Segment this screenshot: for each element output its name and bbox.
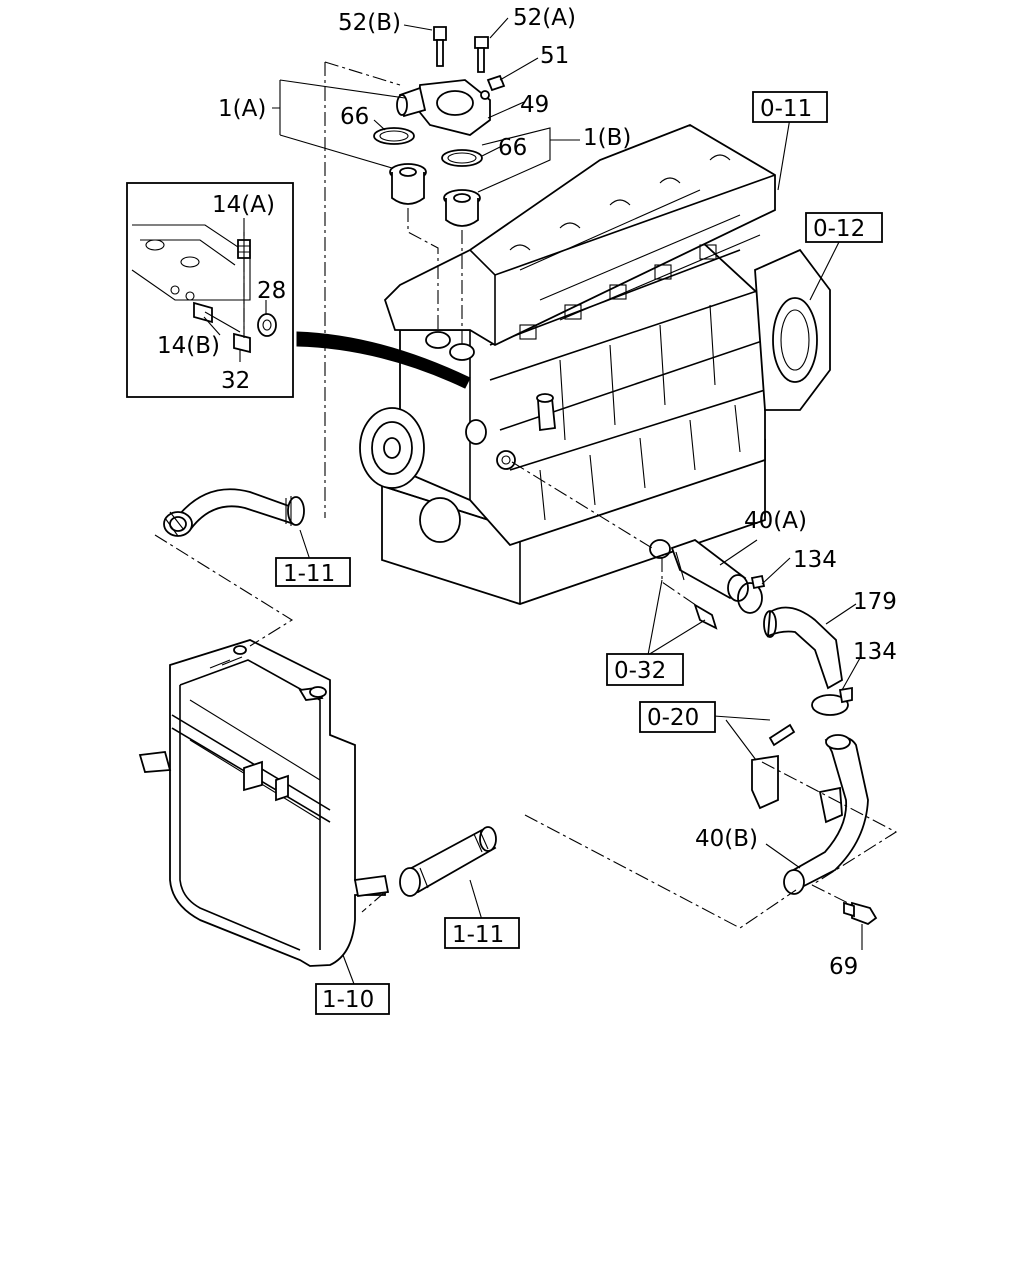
ref-0-32: 0-32 [614, 658, 666, 684]
ref-0-11: 0-11 [760, 96, 812, 122]
callout-69: 69 [829, 954, 858, 980]
clamp-134-lower [811, 686, 853, 716]
engine-block [359, 124, 831, 605]
ref-1-10: 1-10 [322, 987, 374, 1013]
ref-1-11-upper: 1-11 [283, 561, 335, 587]
clamp-134-upper [737, 574, 766, 614]
hose-179 [763, 606, 843, 690]
callout-49: 49 [520, 92, 549, 118]
callout-14b: 14(B) [157, 333, 220, 359]
callout-1a: 1(A) [218, 96, 266, 122]
bolt-52b [433, 26, 447, 67]
callout-14a: 14(A) [212, 192, 275, 218]
callout-28: 28 [257, 278, 286, 304]
bolt-outlet [693, 603, 718, 630]
o-ring-outlet [649, 539, 671, 559]
callout-40a: 40(A) [744, 508, 807, 534]
bracket-0-20 [751, 723, 796, 810]
ref-0-20: 0-20 [647, 705, 699, 731]
water-pipe-40a [670, 538, 749, 602]
ref-0-12: 0-12 [813, 216, 865, 242]
leader-lines [203, 17, 863, 985]
clip-51 [486, 74, 506, 92]
callout-52a: 52(A) [513, 5, 576, 31]
bolt-52a [474, 36, 489, 73]
inset-pointer [296, 331, 471, 389]
upper-hose [163, 488, 305, 537]
callout-179: 179 [853, 589, 897, 615]
o-ring-66-b [441, 149, 483, 167]
thermostat-1b [443, 189, 481, 227]
dashed-assembly-lines [154, 61, 898, 929]
callout-32: 32 [221, 368, 250, 394]
callout-40b: 40(B) [695, 826, 758, 852]
ref-1-11-lower: 1-11 [452, 922, 504, 948]
thermostat-housing [396, 79, 491, 136]
reference-boxes [275, 91, 883, 1015]
thermostat-1a [389, 163, 427, 205]
o-ring-66-a [373, 127, 415, 145]
callout-51: 51 [540, 43, 569, 69]
callout-66-a: 66 [340, 104, 369, 130]
radiator [138, 639, 390, 967]
lower-hose [399, 826, 497, 897]
water-pipe-40b [783, 734, 869, 895]
detail-inset [126, 182, 294, 398]
callout-1b: 1(B) [583, 125, 631, 151]
callout-134-upper: 134 [793, 547, 837, 573]
bolt-69 [843, 901, 878, 926]
callout-134-lower: 134 [853, 639, 897, 665]
callout-52b: 52(B) [338, 10, 401, 36]
callout-66-b: 66 [498, 135, 527, 161]
